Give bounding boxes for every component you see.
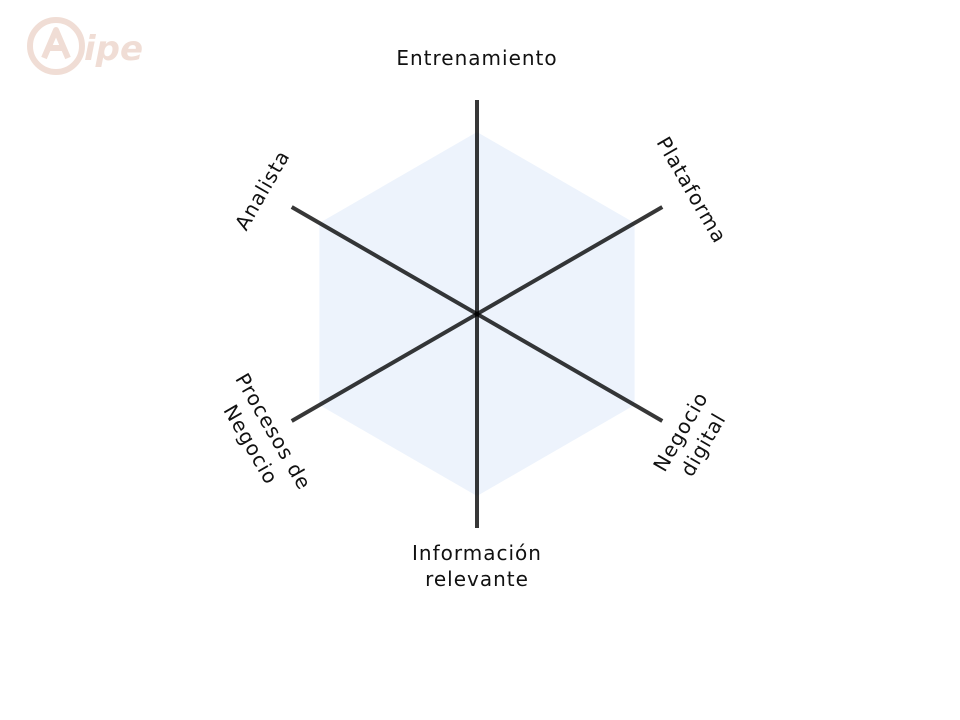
axis-label-analista: Analista: [230, 146, 295, 234]
axis-label-informacion-relevante-line-2: relevante: [425, 567, 529, 591]
axis-label-plataforma: Plataforma: [652, 133, 732, 248]
axis-label-entrenamiento-line-1: Entrenamiento: [396, 46, 557, 70]
axis-label-informacion-relevante-line-1: Información: [412, 541, 542, 565]
axis-label-entrenamiento: Entrenamiento: [396, 46, 557, 70]
axis-line-negocio-digital: [290, 205, 664, 423]
axis-label-plataforma-line-1: Plataforma: [652, 133, 732, 248]
ipe-logo-text: ipe: [84, 29, 143, 69]
ipe-logo-ring-icon: [27, 17, 85, 75]
ipe-logo: ipe: [27, 17, 143, 75]
ipe-logo-a-icon: [41, 27, 71, 60]
axis-layer: [290, 100, 664, 528]
axis-label-analista-line-1: Analista: [230, 146, 295, 234]
